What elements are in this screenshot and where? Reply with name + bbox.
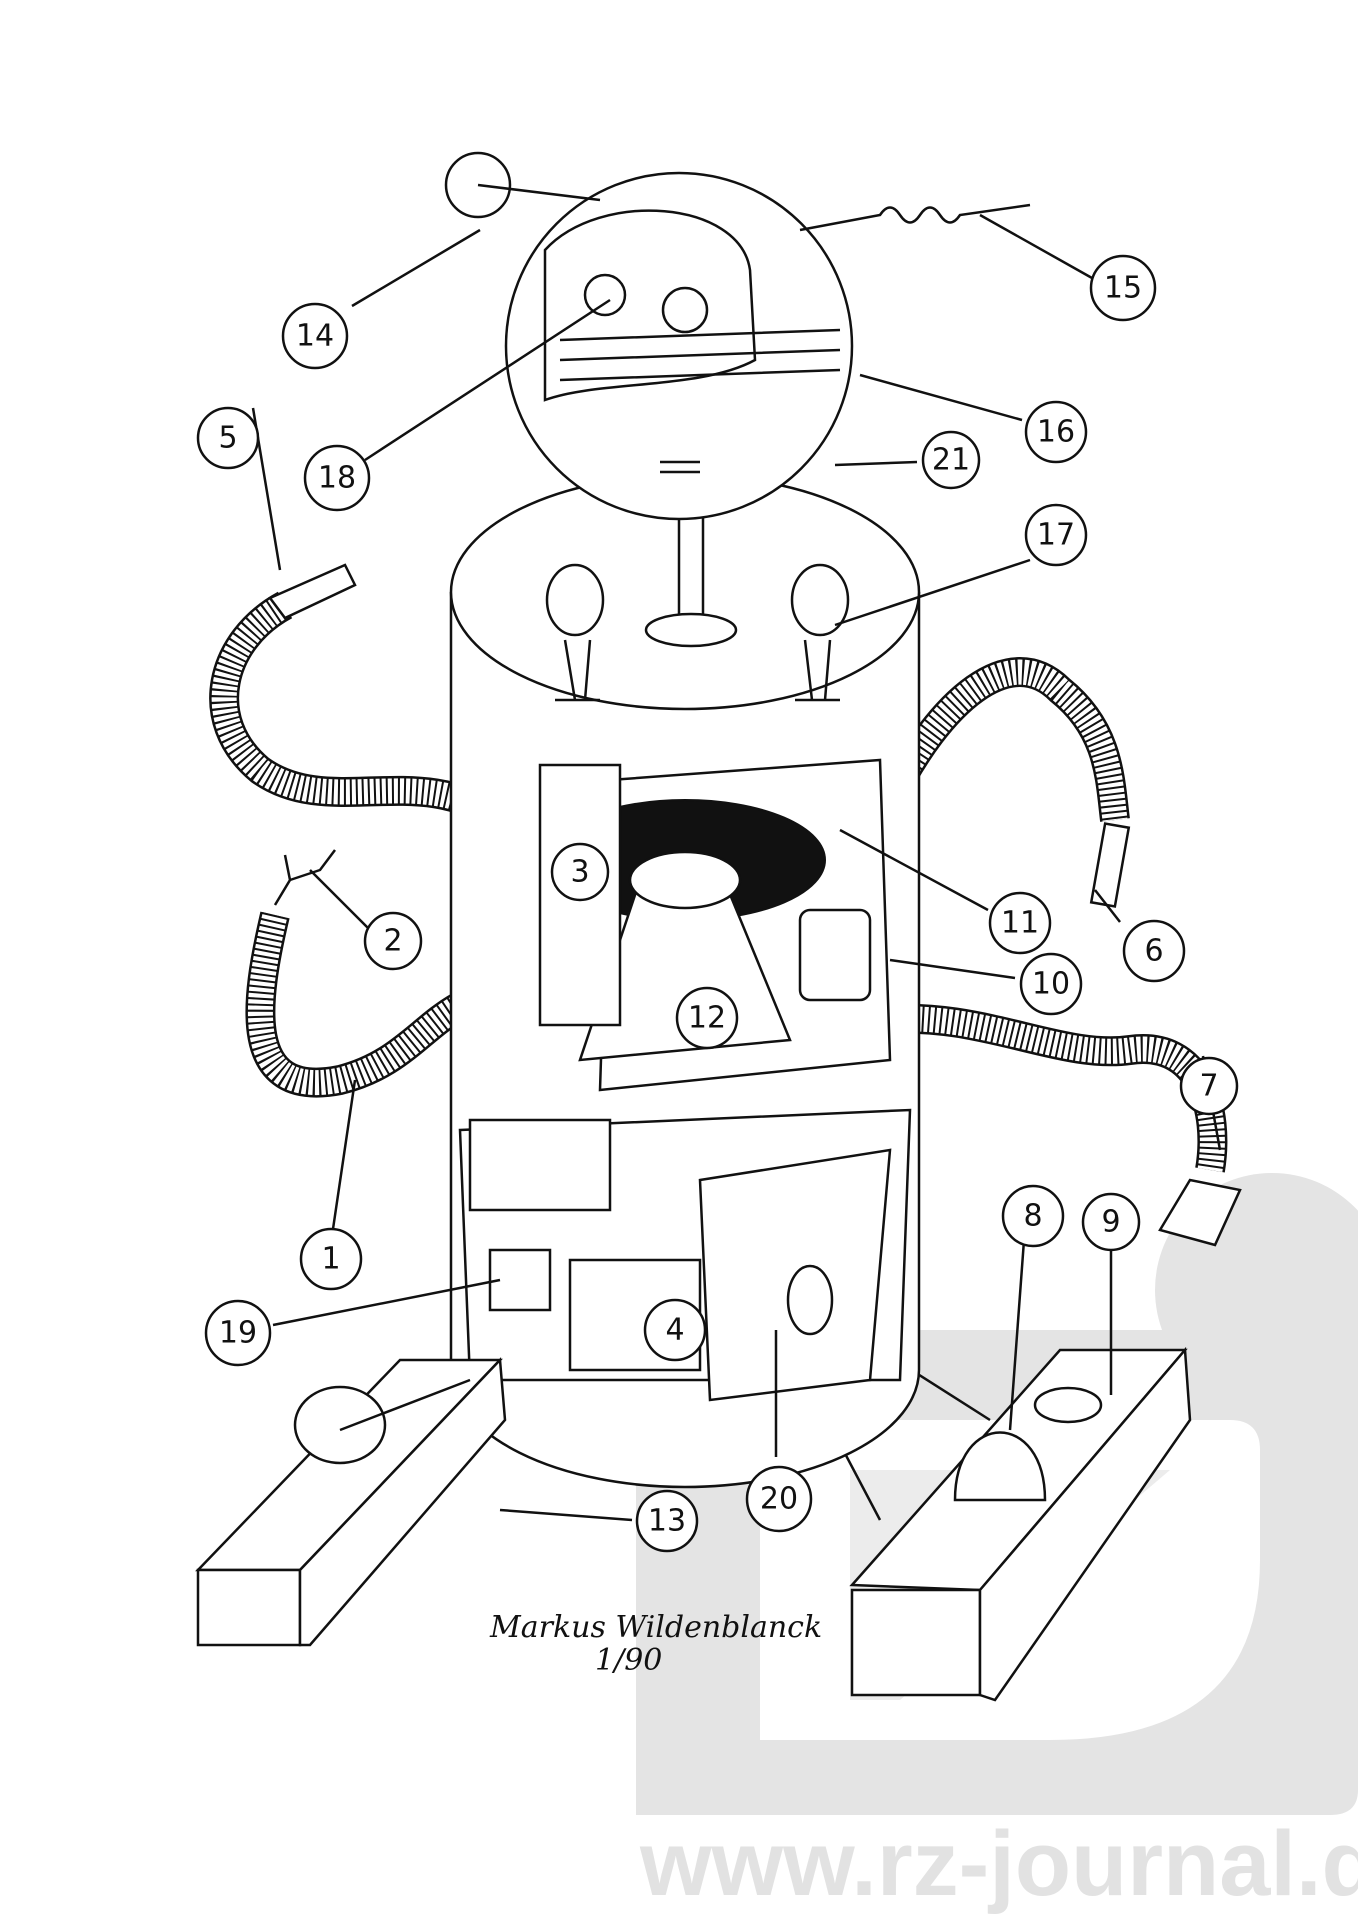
svg-text:19: 19 xyxy=(219,1316,257,1351)
gripper-tool xyxy=(273,849,336,906)
head-sphere xyxy=(504,171,854,521)
signature-date: 1/90 xyxy=(595,1643,662,1678)
callout-19: 19 xyxy=(204,1299,272,1367)
svg-text:21: 21 xyxy=(932,443,970,478)
leader-lines xyxy=(251,213,1222,1522)
svg-text:10: 10 xyxy=(1032,967,1070,1002)
callout-7: 7 xyxy=(1179,1056,1239,1116)
callout-1: 1 xyxy=(299,1227,363,1291)
callout-13: 13 xyxy=(635,1489,699,1553)
callout-17: 17 xyxy=(1024,503,1088,567)
svg-text:2: 2 xyxy=(383,924,402,959)
callout-10: 10 xyxy=(1019,952,1083,1016)
drill-tool xyxy=(1089,822,1131,908)
svg-text:7: 7 xyxy=(1199,1069,1218,1104)
pen-tool xyxy=(268,563,357,620)
lamp-right xyxy=(790,563,850,702)
callout-14: 14 xyxy=(281,302,349,370)
neck-base xyxy=(644,612,738,648)
callout-3: 3 xyxy=(550,842,610,902)
signature-name: Markus Wildenblanck xyxy=(489,1610,822,1645)
svg-text:13: 13 xyxy=(648,1504,686,1539)
callout-18: 18 xyxy=(303,444,371,512)
svg-text:20: 20 xyxy=(760,1482,798,1517)
callout-4: 4 xyxy=(643,1298,707,1362)
svg-text:8: 8 xyxy=(1023,1199,1042,1234)
cutter-tool xyxy=(1158,1178,1242,1247)
svg-text:4: 4 xyxy=(665,1313,684,1348)
callout-20: 20 xyxy=(745,1465,813,1533)
lamp-left xyxy=(545,563,605,702)
antenna-spiral xyxy=(799,203,1031,232)
callout-11: 11 xyxy=(988,891,1052,955)
svg-text:6: 6 xyxy=(1144,934,1163,969)
svg-text:17: 17 xyxy=(1037,518,1075,553)
svg-text:12: 12 xyxy=(688,1001,726,1036)
callout-15: 15 xyxy=(1089,254,1157,322)
callout-12: 12 xyxy=(675,986,739,1050)
callout-21: 21 xyxy=(921,430,981,490)
track-left xyxy=(195,1357,507,1647)
svg-text:9: 9 xyxy=(1101,1205,1120,1240)
track-right xyxy=(849,1346,1192,1702)
svg-text:1: 1 xyxy=(321,1242,340,1277)
callout-8: 8 xyxy=(1001,1184,1065,1248)
callout-2: 2 xyxy=(363,911,423,971)
callout-16: 16 xyxy=(1024,400,1088,464)
svg-text:18: 18 xyxy=(318,461,356,496)
watermark-url: www.rz-journal.de xyxy=(639,1813,1358,1915)
callout-6: 6 xyxy=(1122,919,1186,983)
svg-text:14: 14 xyxy=(296,319,334,354)
svg-text:5: 5 xyxy=(218,421,237,456)
svg-text:15: 15 xyxy=(1104,271,1142,306)
antenna-dish xyxy=(444,151,601,219)
callout-5: 5 xyxy=(196,406,260,470)
callout-9: 9 xyxy=(1081,1192,1141,1252)
svg-text:16: 16 xyxy=(1037,415,1075,450)
svg-text:11: 11 xyxy=(1001,906,1039,941)
svg-text:3: 3 xyxy=(570,855,589,890)
